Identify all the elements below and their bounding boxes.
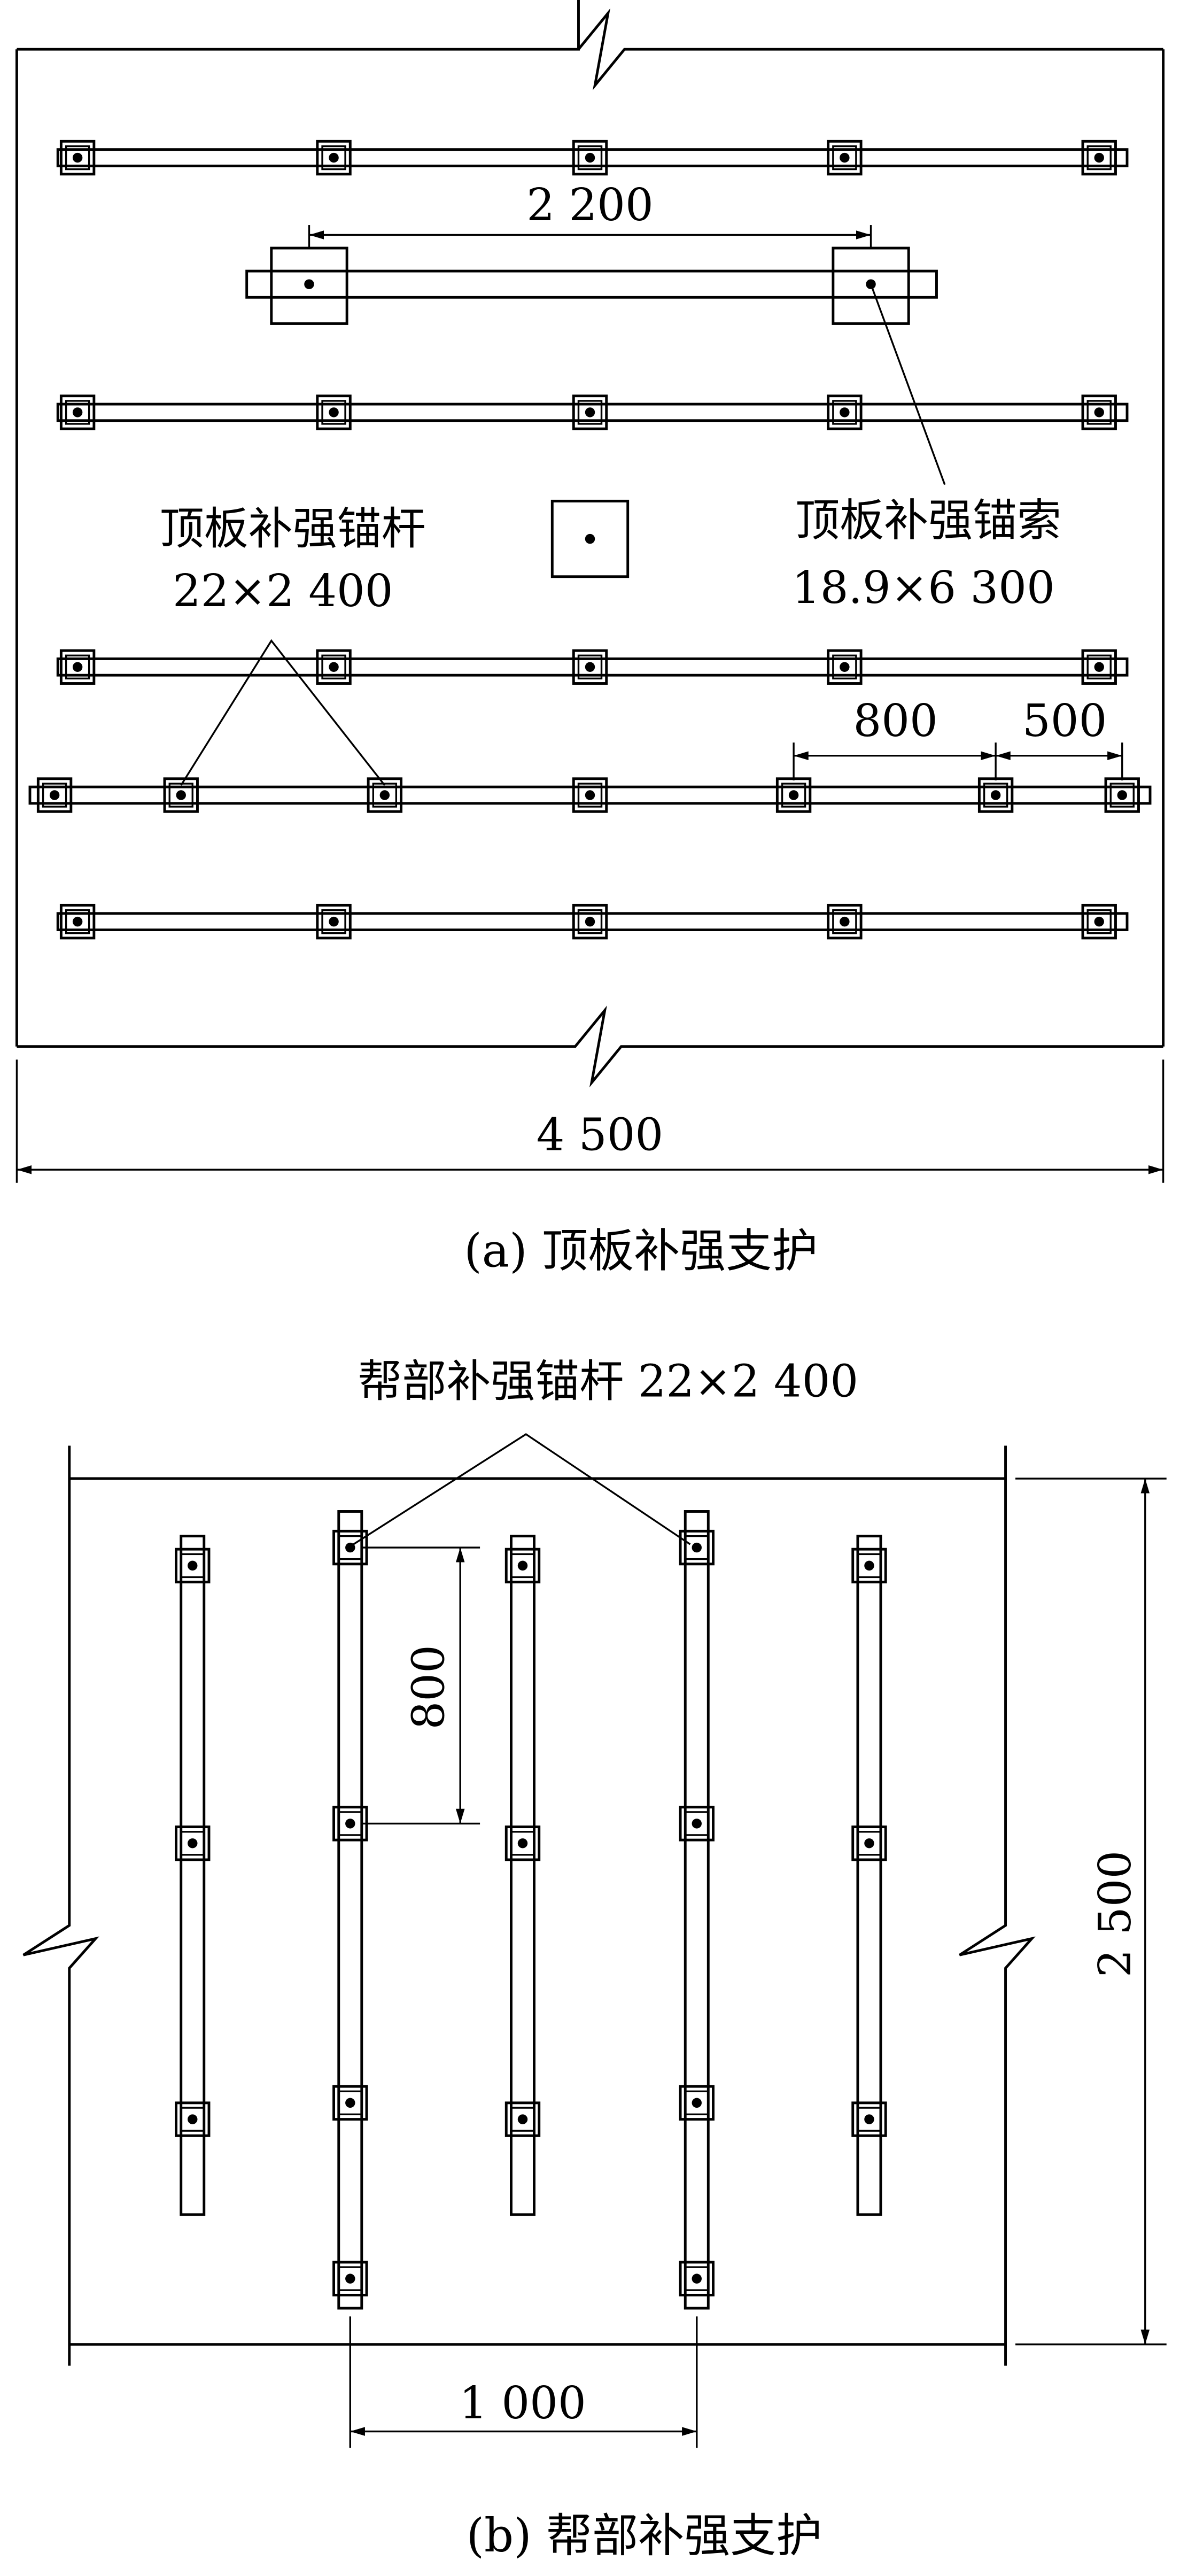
caption-a: (a) 顶板补强支护 bbox=[464, 1225, 818, 1278]
rib-bolt bbox=[679, 2085, 715, 2121]
rib-bolt bbox=[851, 2101, 887, 2137]
roof-bolt bbox=[1104, 777, 1140, 813]
roof-bolt bbox=[1081, 140, 1117, 176]
roof-bolt bbox=[572, 394, 608, 430]
roof-steel-strip bbox=[56, 140, 1129, 176]
rib-leader-line bbox=[353, 1433, 691, 1545]
dim-edge-distance: 500 bbox=[1022, 695, 1107, 747]
dim-rib-horizontal-spacing: 1 000 bbox=[459, 2377, 586, 2429]
caption-b: (b) 帮部补强支护 bbox=[466, 2509, 822, 2563]
rib-bolt bbox=[332, 2085, 368, 2121]
roof-bolt bbox=[59, 394, 96, 430]
roof-bolt bbox=[572, 777, 608, 813]
roof-bolt bbox=[977, 777, 1014, 813]
rib-steel-strip bbox=[679, 1510, 715, 2310]
roof-bolt bbox=[827, 140, 863, 176]
roof-bolt bbox=[316, 903, 352, 940]
rib-bolt bbox=[851, 1548, 887, 1584]
roof-bolt-spec: 22×2 400 bbox=[173, 565, 393, 617]
roof-bolt bbox=[827, 394, 863, 430]
roof-bolt bbox=[572, 903, 608, 940]
roof-bolt bbox=[316, 394, 352, 430]
rib-bolt bbox=[679, 2261, 715, 2296]
rib-frame bbox=[22, 1445, 1036, 2366]
roof-bolt bbox=[316, 140, 352, 176]
roof-frame bbox=[15, 0, 1165, 1088]
roof-steel-strip bbox=[56, 903, 1129, 940]
rib-bolt bbox=[175, 1825, 211, 1861]
rib-bolt bbox=[679, 1529, 715, 1566]
cable-leader-line bbox=[870, 284, 946, 485]
rib-steel-strip bbox=[175, 1535, 211, 2216]
dim-bolt-spacing: 800 bbox=[853, 695, 937, 747]
roof-bolt bbox=[59, 649, 96, 685]
rib-bolt bbox=[332, 2261, 368, 2296]
dim-roadway-width: 4 500 bbox=[537, 1109, 664, 1161]
rib-bolt bbox=[175, 2101, 211, 2137]
rib-bolt bbox=[175, 1548, 211, 1584]
bolt-leader-line bbox=[180, 639, 386, 786]
rib-bolt-columns bbox=[175, 1510, 887, 2310]
roof-steel-strip bbox=[56, 394, 1129, 430]
roof-bolt bbox=[367, 777, 403, 813]
dim-rib-vertical-spacing: 800 bbox=[402, 1645, 454, 1729]
dim-cable-spacing: 2 200 bbox=[526, 179, 654, 231]
roof-steel-strip bbox=[28, 777, 1152, 813]
rib-bolt bbox=[679, 1806, 715, 1842]
roof-bolt bbox=[1081, 394, 1117, 430]
roof-bolt-label: 顶板补强锚杆 bbox=[160, 502, 426, 554]
roof-bolt-rows bbox=[28, 140, 1152, 940]
rib-steel-strip bbox=[332, 1510, 368, 2310]
rib-steel-strip bbox=[851, 1535, 887, 2216]
rib-bolt bbox=[504, 1548, 541, 1584]
roof-bolt bbox=[572, 140, 608, 176]
roof-bolt bbox=[1081, 649, 1117, 685]
roof-bolt bbox=[572, 649, 608, 685]
roof-cable-label: 顶板补强锚索 bbox=[795, 494, 1061, 546]
roof-steel-strip bbox=[56, 649, 1129, 685]
roof-bolt bbox=[316, 649, 352, 685]
roof-bolt bbox=[1081, 903, 1117, 940]
roof-bolt bbox=[775, 777, 812, 813]
cable-anchor-point bbox=[866, 279, 876, 289]
roof-bolt bbox=[36, 777, 73, 813]
rib-steel-strip bbox=[504, 1535, 541, 2216]
roof-cable-spec: 18.9×6 300 bbox=[792, 562, 1055, 614]
cable-beam: 2 200 bbox=[245, 179, 938, 325]
roof-bolt bbox=[827, 649, 863, 685]
single-cable bbox=[550, 499, 630, 578]
rib-bolt bbox=[504, 1825, 541, 1861]
roof-bolt bbox=[59, 140, 96, 176]
roof-bolt bbox=[827, 903, 863, 940]
roof-bolt bbox=[59, 903, 96, 940]
rib-bolt bbox=[504, 2101, 541, 2137]
cable-anchor-point bbox=[304, 279, 314, 289]
rib-bolt-label: 帮部补强锚杆 22×2 400 bbox=[358, 1355, 858, 1407]
rib-bolt bbox=[851, 1825, 887, 1861]
dim-rib-height: 2 500 bbox=[1089, 1851, 1141, 1978]
